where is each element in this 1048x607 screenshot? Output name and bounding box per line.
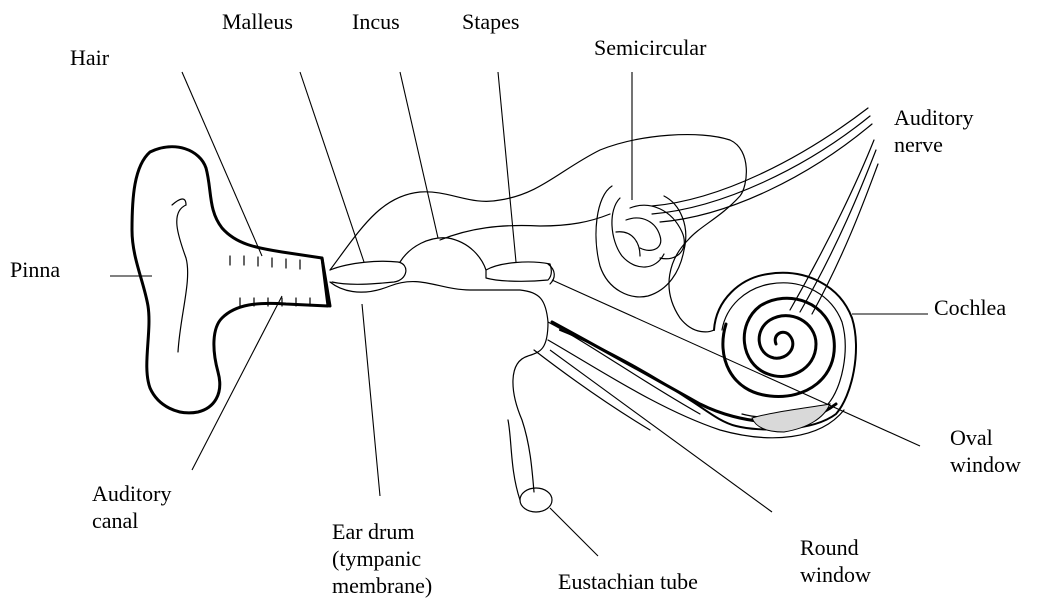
label-eustachian-tube: Eustachian tube xyxy=(558,568,698,595)
label-stapes: Stapes xyxy=(462,8,519,35)
label-semicircular: Semicircular xyxy=(594,34,706,61)
incus-shape xyxy=(400,238,486,270)
eustachian-tube-end xyxy=(520,488,552,512)
label-ear-drum: Ear drum (tympanic membrane) xyxy=(332,518,432,599)
semicircular-canals xyxy=(596,186,686,297)
pinna-fold xyxy=(177,205,188,352)
cochlear-duct xyxy=(552,322,836,422)
label-hair: Hair xyxy=(70,44,109,71)
malleus-shape xyxy=(330,261,406,284)
label-round-window: Round window xyxy=(800,534,871,588)
leader-lines xyxy=(110,72,928,556)
inner-ear-outline xyxy=(330,135,746,332)
hair-marks xyxy=(230,256,310,306)
cochlea-texture xyxy=(752,404,830,432)
pinna-shape xyxy=(132,147,328,413)
label-oval-window: Oval window xyxy=(950,424,1021,478)
auditory-nerve-lines xyxy=(652,108,878,314)
label-cochlea: Cochlea xyxy=(934,294,1006,321)
label-malleus: Malleus xyxy=(222,8,293,35)
label-pinna: Pinna xyxy=(10,256,60,283)
label-auditory-canal: Auditory canal xyxy=(92,480,171,534)
label-auditory-nerve: Auditory nerve xyxy=(894,104,973,158)
stapes-shape xyxy=(486,262,551,281)
label-incus: Incus xyxy=(352,8,400,35)
